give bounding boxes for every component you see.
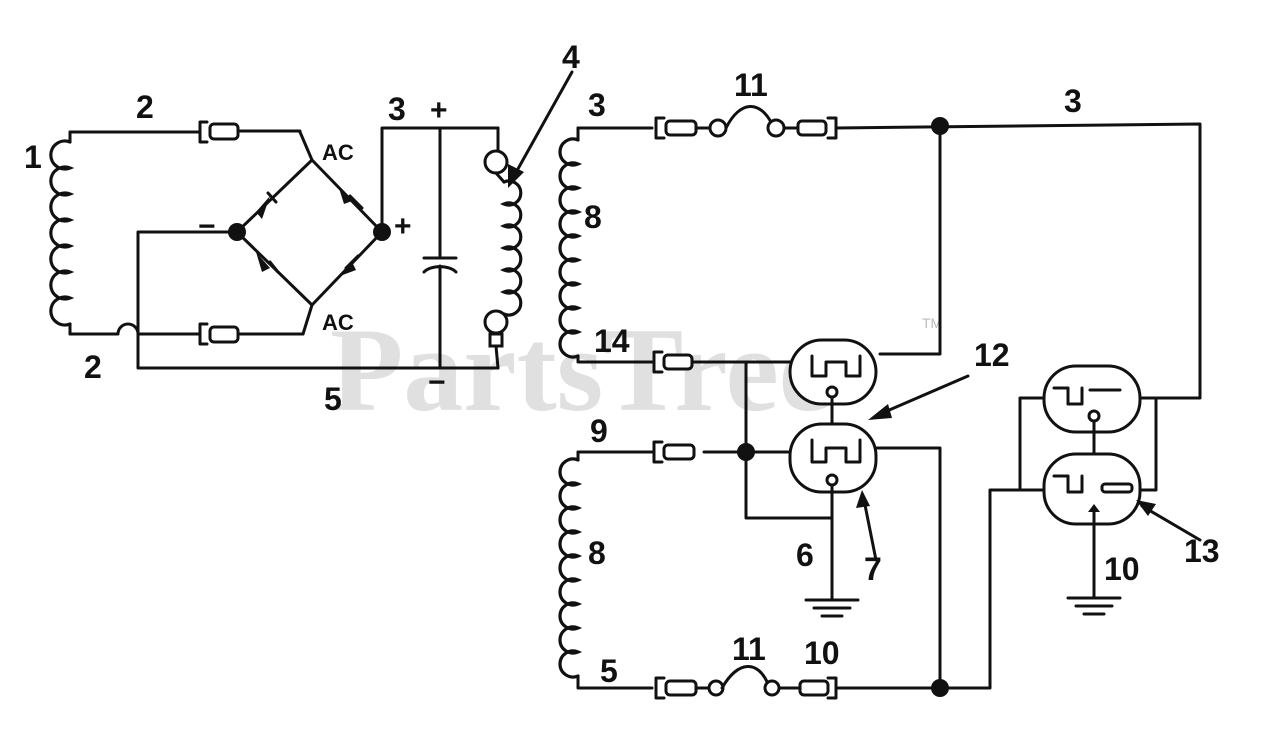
- ground-6-icon: [804, 484, 860, 618]
- coil-8-upper: [558, 126, 654, 364]
- wire-14-drop: [744, 360, 834, 520]
- callout-8-upper: 8: [584, 199, 602, 235]
- circuit-breaker-11-lower: [654, 665, 838, 700]
- brush-holder-icon: [488, 332, 504, 348]
- callout-6: 6: [796, 537, 814, 573]
- brush-icon: [483, 309, 509, 335]
- ground-10-icon: [1066, 510, 1122, 616]
- callout-arrow-13: [1136, 500, 1202, 542]
- wire-2-top-b: [238, 129, 302, 134]
- callout-14: 14: [594, 323, 630, 359]
- diode-icon: [256, 196, 270, 219]
- rotor-field-coil-4: [483, 126, 523, 370]
- callout-3-right: 3: [1064, 83, 1082, 119]
- node-dot: [931, 679, 949, 697]
- wire-3-right: [834, 122, 1202, 400]
- callout-2-bottom: 2: [84, 349, 102, 385]
- duplex-receptacle-120v: [788, 338, 878, 494]
- label-cap-plus: +: [430, 94, 448, 127]
- callout-1: 1: [24, 139, 42, 175]
- duplex-receptacle-240v: [1018, 364, 1162, 526]
- callout-12: 12: [974, 337, 1010, 373]
- connector-9: [652, 440, 696, 464]
- callout-4: 4: [562, 39, 580, 75]
- callout-11-lower: 11: [732, 631, 766, 667]
- brush-icon: [483, 149, 509, 175]
- callout-10-right: 10: [1104, 551, 1140, 587]
- callout-3-coil: 3: [588, 87, 606, 123]
- callout-13: 13: [1184, 533, 1220, 569]
- callout-5-left: 5: [324, 381, 342, 417]
- label-ac-top: AC: [322, 140, 354, 165]
- diode-icon: [340, 262, 356, 276]
- callout-9: 9: [590, 413, 608, 449]
- callout-arrow-4: [508, 70, 574, 188]
- label-bridge-minus: −: [198, 210, 216, 243]
- label-bridge-plus: +: [394, 210, 412, 243]
- circuit-breaker-11-upper: [654, 105, 838, 140]
- callout-2-top: 2: [136, 89, 154, 125]
- wire-10-vertical: [874, 446, 942, 690]
- callout-11-upper: 11: [734, 67, 768, 103]
- capacitor: [422, 126, 458, 370]
- connector-2-top: [198, 120, 240, 144]
- coil-1: [49, 130, 75, 336]
- wire-5-negative: [136, 230, 500, 370]
- callout-8-lower: 8: [588, 535, 606, 571]
- watermark-trademark: TM: [922, 315, 942, 331]
- wire-3-positive: [380, 126, 500, 234]
- connector-2-bottom: [198, 322, 240, 346]
- label-cap-minus: −: [428, 366, 446, 399]
- bridge-rectifier: [235, 130, 384, 336]
- label-ac-bottom: AC: [322, 310, 354, 335]
- wire-3-drop: [878, 124, 942, 356]
- callout-10-lower: 10: [804, 635, 840, 671]
- callout-7: 7: [864, 551, 882, 587]
- wire-5-right: [834, 488, 1048, 690]
- callout-arrow-7: [856, 490, 878, 562]
- node-dot: [737, 443, 755, 461]
- callout-arrow-12: [868, 374, 970, 420]
- callout-5-right: 5: [600, 653, 618, 689]
- callout-3-left: 3: [388, 91, 406, 127]
- diode-icon: [256, 252, 270, 272]
- connector-14: [652, 350, 694, 374]
- diode-icon: [338, 185, 352, 204]
- wire-2-bottom: [68, 322, 202, 336]
